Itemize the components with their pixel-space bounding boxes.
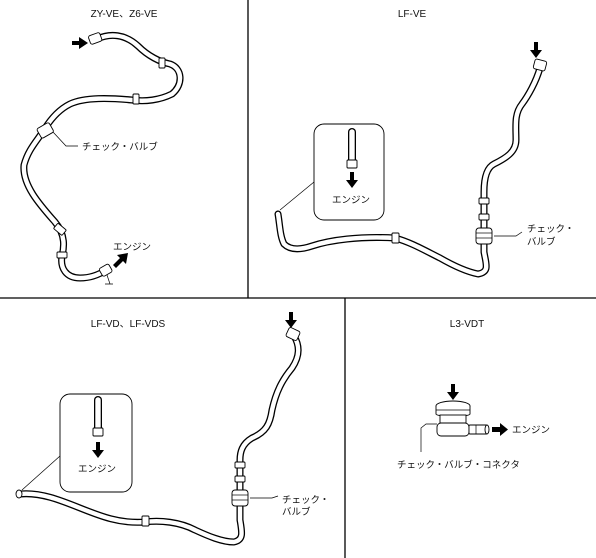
hose-clamp <box>141 515 150 527</box>
check-valve-leader <box>52 131 78 147</box>
panel-title-l3-vdt: L3-VDT <box>450 319 484 330</box>
panel-lf-ve: LF-VE エンジン チェック・ バルブ <box>274 9 574 278</box>
panel-title-zy-ve: ZY-VE、Z6-VE <box>91 9 158 20</box>
hose-clamp <box>234 461 246 469</box>
engine-label: エンジン <box>113 242 151 253</box>
hose-lf-ve <box>274 64 544 278</box>
panel-lf-vd: LF-VD、LF-VDS エンジン チェック・ バルブ <box>15 312 329 546</box>
hose-end-fitting <box>98 263 113 277</box>
flow-arrow-inlet <box>530 42 542 58</box>
hose-clamp <box>56 251 68 259</box>
panel-zy-ve: ZY-VE、Z6-VE チェック・バルブ エンジン <box>20 9 184 285</box>
engine-label: エンジン <box>512 425 550 436</box>
inset-flow-arrow <box>346 172 358 188</box>
flow-arrow-inlet <box>72 37 88 49</box>
inset-fitting <box>346 159 358 169</box>
flow-arrow-engine <box>492 423 508 436</box>
check-valve-label-line1: チェック・ <box>527 224 574 235</box>
hose-end-fitting <box>88 32 103 45</box>
check-valve <box>36 122 54 139</box>
inset-flow-arrow <box>92 442 104 458</box>
hose-clamp <box>53 223 67 236</box>
check-valve-leader <box>250 495 279 499</box>
inset-engine-label: エンジン <box>78 464 116 475</box>
flow-arrow-inlet <box>447 384 459 400</box>
hose-clamp <box>478 213 490 221</box>
inset-pointer <box>279 181 315 211</box>
check-valve-connector <box>435 400 490 437</box>
inset-fitting <box>92 427 104 437</box>
flow-arrow-engine <box>113 253 128 268</box>
hose-clamp <box>391 232 400 244</box>
connector-leader <box>420 423 437 452</box>
hose-clamp <box>234 475 246 483</box>
check-valve-label-line1: チェック・ <box>282 495 329 506</box>
hose-end-fitting <box>532 58 548 72</box>
panel-l3-vdt: L3-VDT エンジン チェック・バルブ・コネクタ <box>397 319 550 471</box>
hose-end-opening <box>15 489 23 499</box>
flow-arrow-inlet <box>285 312 297 328</box>
check-valve <box>231 489 249 507</box>
hose-zy-ve <box>20 31 184 282</box>
check-valve <box>475 227 493 245</box>
hose-end-stub <box>105 274 113 285</box>
inset-box <box>313 123 385 221</box>
inset-engine-label: エンジン <box>332 195 370 206</box>
hose-clamp <box>158 57 166 69</box>
check-valve-label-line2: バルブ <box>527 236 556 248</box>
panel-title-lf-vd: LF-VD、LF-VDS <box>91 319 166 330</box>
check-valve-label: チェック・バルブ <box>82 141 158 153</box>
check-valve-label-line2: バルブ <box>282 506 311 518</box>
hose-lf-vd <box>16 332 302 546</box>
hose-clamp <box>478 197 490 205</box>
connector-label: チェック・バルブ・コネクタ <box>397 459 520 471</box>
panel-title-lf-ve: LF-VE <box>398 9 427 20</box>
hose-end-fitting <box>285 327 301 341</box>
inset-pointer <box>21 455 61 491</box>
check-valve-leader <box>494 231 523 237</box>
hose-clamp <box>132 93 140 105</box>
